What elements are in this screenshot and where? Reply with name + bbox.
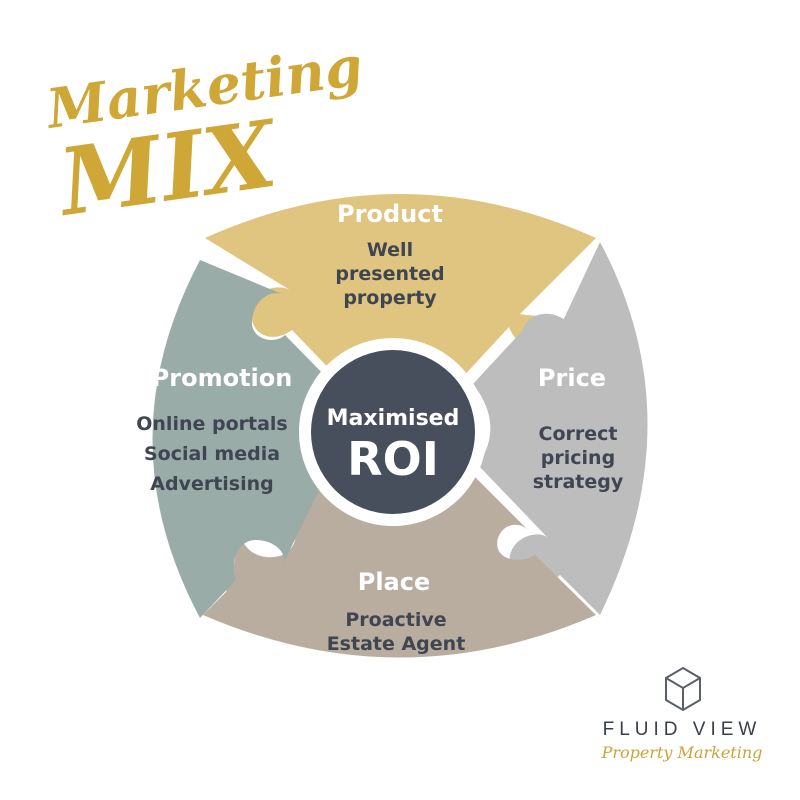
promotion-segment	[152, 260, 335, 618]
brand-logo: FLUID VIEW Property Marketing	[601, 666, 763, 762]
place-title: Place	[358, 568, 431, 596]
product-line: property	[343, 287, 437, 309]
logo-brand-name: FLUID VIEW	[603, 719, 762, 740]
product-labels: Product Well presented property	[335, 200, 444, 309]
place-line: Proactive	[345, 609, 446, 631]
promotion-title: Promotion	[152, 364, 293, 392]
place-line: Estate Agent	[327, 633, 466, 655]
product-line: Well	[367, 239, 413, 261]
promotion-labels: Promotion Online portals Social media Ad…	[136, 364, 292, 495]
product-segment	[205, 194, 596, 382]
center-label-line-2: ROI	[347, 432, 439, 486]
promotion-line: Advertising	[150, 473, 274, 495]
product-title: Product	[337, 200, 443, 228]
promotion-line: Online portals	[136, 413, 287, 435]
center-label-line-1: Maximised	[327, 406, 460, 431]
logo-tagline: Property Marketing	[601, 743, 763, 762]
center-circle	[311, 350, 475, 514]
promotion-line: Social media	[144, 443, 280, 465]
price-line: strategy	[533, 471, 624, 493]
puzzle-ring	[152, 194, 648, 658]
price-line: Correct	[539, 423, 618, 445]
price-title: Price	[538, 364, 606, 392]
price-segment	[473, 242, 648, 615]
hexagon-cube-icon	[665, 666, 701, 712]
product-line: presented	[335, 263, 444, 285]
price-labels: Price Correct pricing strategy	[533, 364, 624, 493]
price-line: pricing	[541, 447, 615, 469]
place-labels: Place Proactive Estate Agent	[327, 568, 466, 655]
center-hub: Maximised ROI	[299, 338, 487, 526]
